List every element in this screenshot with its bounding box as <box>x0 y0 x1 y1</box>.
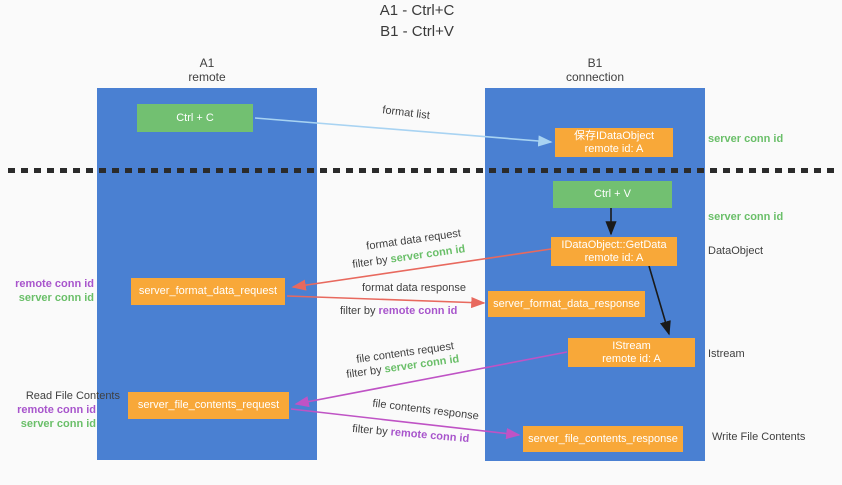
a1-server-conn-id-file: server conn id <box>20 418 96 430</box>
format-data-request-arrow <box>291 248 552 291</box>
ctrl-v-label: Ctrl + V <box>594 188 631 200</box>
b1-istream-label: Istream <box>708 348 745 360</box>
b1-server-conn-id-mid: server conn id <box>708 211 784 223</box>
file-contents-request-arrow <box>294 351 568 408</box>
save-idataobject-line1: 保存IDataObject <box>573 129 655 142</box>
filter-by-prefix: filter by <box>351 422 392 439</box>
title-line-2: B1 - Ctrl+V <box>380 23 454 40</box>
getdata-to-istream-arrow <box>648 265 671 336</box>
a1-server-conn-id-format: server conn id <box>18 292 94 304</box>
save-idataobject-node: 保存IDataObject remote id: A <box>555 128 673 157</box>
getdata-line1: IDataObject::GetData <box>561 238 667 251</box>
lifeline-a1-role: remote <box>188 70 226 84</box>
getdata-line2: remote id: A <box>584 251 644 264</box>
server-format-data-response-label: server_format_data_response <box>493 297 640 310</box>
a1-remote-conn-id-format: remote conn id <box>15 278 94 290</box>
lifeline-a1-name: A1 <box>199 56 215 70</box>
file-contents-response-arrow <box>290 408 521 440</box>
server-file-contents-response-node: server_file_contents_response <box>523 426 683 452</box>
ctrl-c-action: Ctrl + C <box>137 104 253 132</box>
ctrl-c-label: Ctrl + C <box>176 111 214 124</box>
server-file-contents-request-node: server_file_contents_request <box>128 392 289 419</box>
a1-read-file-contents-label: Read File Contents <box>25 390 120 402</box>
format-data-response-label: format data response <box>362 282 466 294</box>
lifeline-header-b1: B1 connection <box>485 56 705 84</box>
lifeline-header-a1: A1 remote <box>97 56 317 84</box>
server-file-contents-response-label: server_file_contents_response <box>528 432 678 445</box>
title-line-1: A1 - Ctrl+C <box>379 2 455 19</box>
b1-dataobject-label: DataObject <box>708 245 764 257</box>
b1-write-file-contents-label: Write File Contents <box>712 431 806 443</box>
istream-line2: remote id: A <box>602 352 661 365</box>
istream-line1: IStream <box>612 339 651 352</box>
server-format-data-request-label: server_format_data_request <box>138 285 278 297</box>
filter-by-prefix: filter by <box>340 305 379 317</box>
format-data-response-arrow <box>286 295 486 309</box>
b1-server-conn-id-top: server conn id <box>708 133 784 145</box>
istream-node: IStream remote id: A <box>568 338 695 367</box>
lifeline-b1-name: B1 <box>587 56 603 70</box>
save-idataobject-line2: remote id: A <box>584 142 644 155</box>
diagram-title: A1 - Ctrl+C B1 - Ctrl+V <box>0 0 834 42</box>
lifeline-b1-role: connection <box>565 70 625 84</box>
getdata-node: IDataObject::GetData remote id: A <box>551 237 677 266</box>
server-format-data-response-node: server_format_data_response <box>488 291 645 317</box>
machine-boundary-dotted-line <box>8 168 836 173</box>
format-data-response-filter-label: filter by remote conn id <box>340 305 457 318</box>
a1-remote-conn-id-file: remote conn id <box>17 404 96 416</box>
server-format-data-request-node: server_format_data_request <box>131 278 285 305</box>
remote-conn-id-key: remote conn id <box>378 305 458 317</box>
format-list-arrow <box>254 117 553 147</box>
server-file-contents-request-label: server_file_contents_request <box>137 399 280 411</box>
ctrl-v-action: Ctrl + V <box>553 181 672 208</box>
